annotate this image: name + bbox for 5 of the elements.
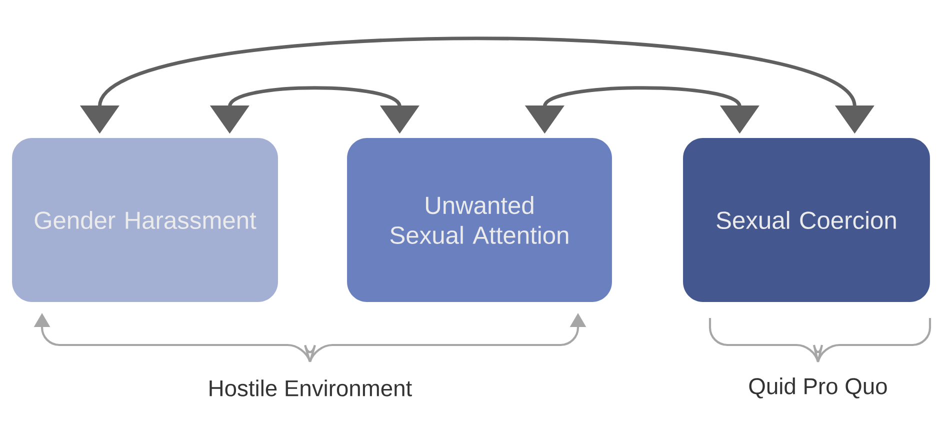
- bracket-label: Quid Pro Quo: [749, 378, 887, 398]
- bracket-label: Hostile Environment: [210, 380, 412, 396]
- category-box: Gender Harassment: [12, 138, 278, 302]
- category-box: Sexual Coercion: [683, 138, 930, 302]
- category-box: Unwanted Sexual Attention: [347, 138, 612, 302]
